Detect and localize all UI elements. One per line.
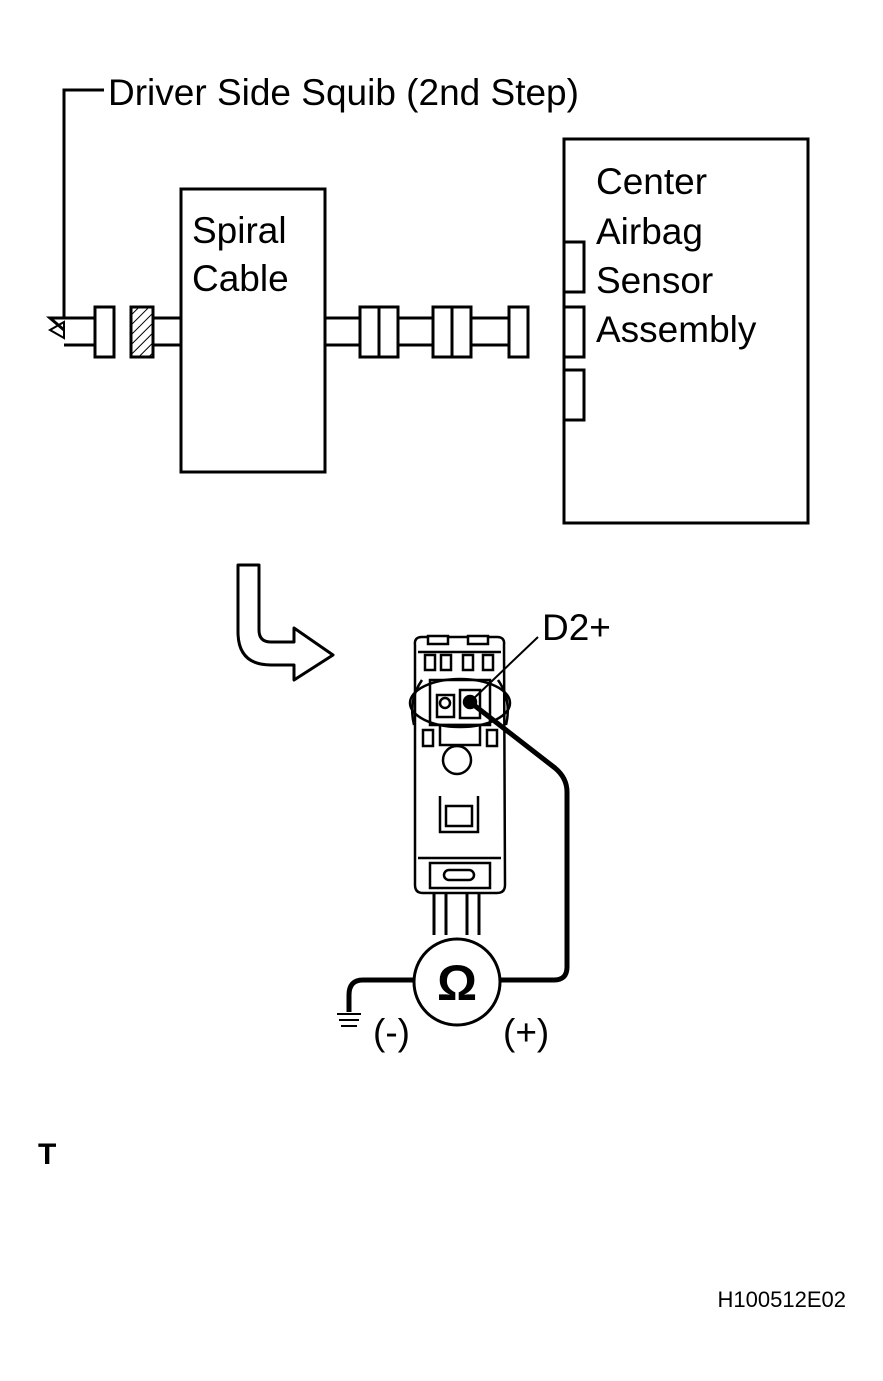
probe-leads [346,700,570,1012]
spiral-cable-box: Spiral Cable [179,187,327,474]
figure-id: H100512E02 [718,1287,846,1312]
bent-arrow-icon [236,563,335,682]
negative-label: (-) [373,1012,410,1053]
terminal-label: D2+ [542,607,611,648]
positive-label: (+) [503,1012,549,1053]
sensor-label-line2: Airbag [596,211,703,252]
center-airbag-sensor-box: Center Airbag Sensor Assembly [562,137,810,525]
connector-wires [432,893,481,935]
left-connector [64,305,181,359]
right-connector [325,305,530,359]
ground-icon [337,1013,361,1027]
terminal-leader: D2+ [469,607,611,703]
squib-label: Driver Side Squib (2nd Step) [108,72,579,113]
ohm-symbol: Ω [437,955,477,1011]
squib-connector [408,634,512,895]
ohmmeter-icon: Ω [412,937,502,1027]
sensor-label-line3: Sensor [596,260,713,301]
spiral-label-line1: Spiral [192,210,287,251]
sensor-label-line1: Center [596,161,707,202]
spiral-label-line2: Cable [192,258,289,299]
squib-label-group: Driver Side Squib (2nd Step) [45,72,579,340]
sensor-label-line4: Assembly [596,309,757,350]
corner-mark: T [38,1138,56,1171]
